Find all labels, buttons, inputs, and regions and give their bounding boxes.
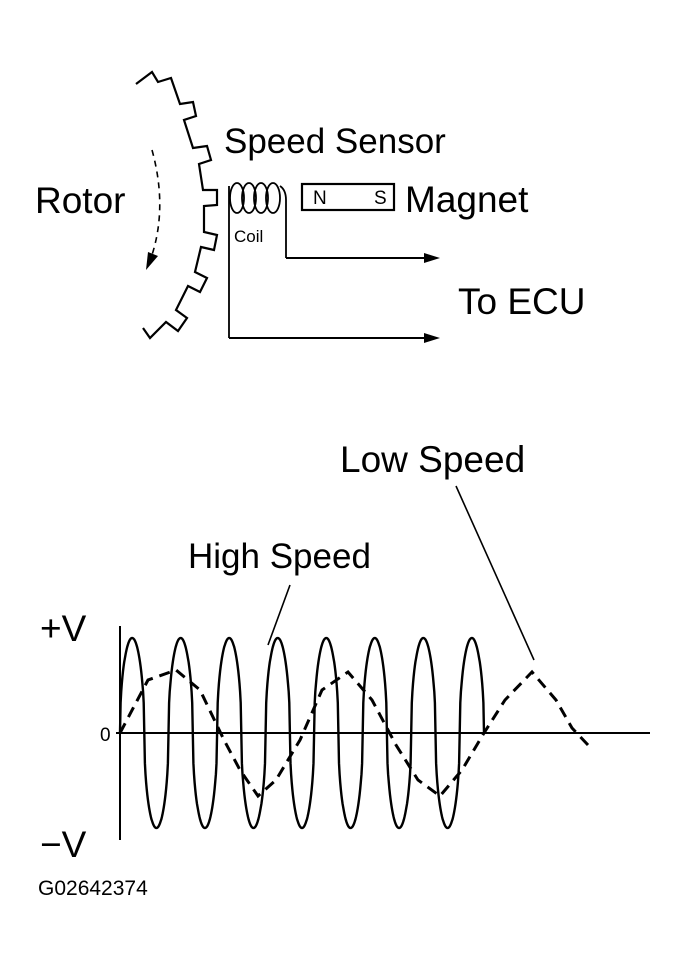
rotor-arrowhead: [146, 252, 158, 270]
low-speed-leader: [455, 485, 535, 661]
magnet-label: Magnet: [405, 179, 529, 220]
high-speed-label: High Speed: [188, 537, 371, 576]
magnet-icon: [300, 182, 396, 212]
high-speed-leader: [267, 584, 291, 646]
to-ecu-label: To ECU: [458, 281, 585, 322]
negative-voltage-label: −V: [40, 824, 87, 865]
coil-label: Coil: [234, 227, 263, 246]
positive-voltage-label: +V: [40, 608, 87, 649]
rotor-teeth: [135, 70, 219, 340]
high-speed-waveform: [118, 636, 486, 830]
magnet-north-label: N: [313, 188, 327, 209]
figure-code: G02642374: [38, 877, 148, 900]
rotor-label: Rotor: [35, 180, 125, 221]
coil-icon: [228, 182, 287, 338]
magnet-south-label: S: [374, 188, 387, 209]
wire-arrowhead-upper: [424, 253, 440, 263]
wire-arrowhead-lower: [424, 333, 440, 343]
low-speed-label: Low Speed: [340, 439, 525, 480]
ecu-wires: [229, 257, 430, 339]
low-speed-waveform: [118, 668, 590, 799]
rotor-rotation-arrow: [150, 149, 161, 259]
speed-sensor-title: Speed Sensor: [224, 122, 446, 161]
zero-voltage-label: 0: [100, 725, 111, 746]
